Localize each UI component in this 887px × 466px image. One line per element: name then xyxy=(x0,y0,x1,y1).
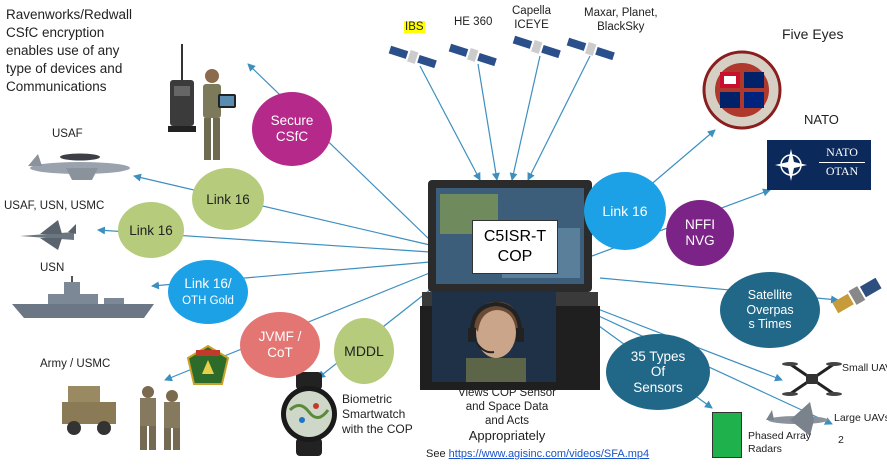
cop-label-line: COP xyxy=(497,248,533,265)
page-number: 2 xyxy=(838,434,844,446)
bubble-link16-right: Link 16 xyxy=(584,172,666,250)
smartwatch-caption-line: Biometric xyxy=(342,392,393,406)
satellite-icons xyxy=(388,35,615,69)
bubble-mddl: MDDL xyxy=(334,318,394,384)
footer-note: See https://www.agisinc.com/videos/SFA.m… xyxy=(426,448,649,460)
bubble-link16-a: Link 16 xyxy=(192,168,264,230)
arrow-ibs xyxy=(419,65,481,181)
bubble-line: CoT xyxy=(267,345,293,360)
bubble-nffi-nvg: NFFI NVG xyxy=(666,200,734,266)
arrow-large-uav xyxy=(589,311,833,425)
nato-flag-line: NATO xyxy=(826,145,858,159)
smartwatch-caption: Biometric Smartwatch with the COP xyxy=(342,392,413,437)
five-eyes-seal xyxy=(702,50,782,130)
operator-caption-line: Views COP Sensor xyxy=(457,387,556,399)
operator-caption-emphasis: Appropriately xyxy=(468,428,546,443)
phased-array-line: Phased Array xyxy=(748,430,812,442)
five-eyes-label: Five Eyes xyxy=(782,26,844,42)
arrow-he360 xyxy=(477,63,500,181)
bubble-line: Overpas xyxy=(746,302,794,317)
arrow-usaf xyxy=(133,173,431,246)
army-badge-icon xyxy=(186,344,230,385)
nato-flag-line: OTAN xyxy=(825,164,859,178)
operator-caption-line: and Space Data xyxy=(465,401,549,413)
ibs-highlight: IBS xyxy=(404,21,425,33)
cop-label-line: C5ISR-T xyxy=(483,228,547,245)
bubble-line: s Times xyxy=(748,317,792,332)
nato-label: NATO xyxy=(804,112,839,127)
awacs-aircraft-image xyxy=(28,153,130,180)
smartwatch-image xyxy=(281,372,337,456)
bubble-line: Satellite xyxy=(747,288,793,303)
csfc-note-line: Communications xyxy=(6,79,107,94)
bubble-line: Secure xyxy=(270,113,314,129)
csfc-note-line: type of devices and xyxy=(6,61,123,76)
bubble-secure-csfc: Secure CSfC xyxy=(252,92,332,166)
nato-flag-divider xyxy=(819,162,865,163)
smartwatch-caption-line: with the COP xyxy=(342,422,413,436)
small-uav-label: Small UAV xyxy=(842,362,887,374)
csfc-note: Ravenworks/Redwall CSfC encryption enabl… xyxy=(6,6,132,96)
phased-array-line: Radars xyxy=(748,443,782,455)
bubble-line: NFFI xyxy=(685,217,715,233)
csfc-note-line: Ravenworks/Redwall xyxy=(6,7,133,22)
radio-soldier-image xyxy=(168,44,236,160)
bubble-line: Link 16/ xyxy=(184,275,232,291)
footer-see: See xyxy=(426,448,446,460)
bubble-line: Sensors xyxy=(633,379,683,395)
sat-capella-label: Capella ICEYE xyxy=(512,4,551,32)
arrow-maxar xyxy=(527,55,591,181)
sat-capella-line: Capella xyxy=(512,5,551,17)
army-usmc-label: Army / USMC xyxy=(40,358,111,370)
sat-ibs-label: IBS xyxy=(404,21,425,33)
sat-maxar-label: Maxar, Planet, BlackSky xyxy=(584,6,658,34)
operator-caption-line: and Acts xyxy=(484,415,530,427)
satellite-icon xyxy=(512,35,561,59)
bubble-link16-oth: Link 16/ OTH Gold xyxy=(168,260,248,324)
bubble-satellite-overpass: Satellite Overpas s Times xyxy=(720,272,820,348)
small-uav-image xyxy=(782,362,842,396)
bubble-sensors: 35 Types Of Sensors xyxy=(606,334,710,410)
bubble-jvmf-cot: JVMF / CoT xyxy=(240,312,320,378)
bubble-line: CSfC xyxy=(275,129,309,144)
fighter-jet-image xyxy=(20,220,76,250)
operator-caption: Views COP Sensor and Space Data and Acts… xyxy=(452,386,562,444)
satellite-icon xyxy=(566,37,615,61)
sat-capella-line: ICEYE xyxy=(514,19,549,31)
nato-flag-text: NATO OTAN xyxy=(819,146,865,178)
arrow-capella xyxy=(509,55,541,181)
smartwatch-caption-line: Smartwatch xyxy=(342,407,406,421)
bubble-line: Of xyxy=(650,364,666,380)
army-vehicle-soldiers-image xyxy=(62,386,180,450)
phased-array-radar-image xyxy=(712,412,742,458)
large-uav-label: Large UAVs xyxy=(834,412,887,424)
nato-star-icon xyxy=(775,149,807,181)
video-link[interactable]: https://www.agisinc.com/videos/SFA.mp4 xyxy=(448,448,650,460)
bubble-line: 35 Types xyxy=(630,348,686,364)
nato-flag: NATO OTAN xyxy=(767,140,871,190)
sat-maxar-line: BlackSky xyxy=(597,21,645,33)
satellite-icon xyxy=(448,43,497,67)
bubble-line: JVMF / xyxy=(258,329,302,345)
satellite-icon xyxy=(388,45,437,69)
sat-he360-label: HE 360 xyxy=(454,16,493,28)
bubble-line: NVG xyxy=(685,233,715,248)
usaf-label: USAF xyxy=(52,128,83,140)
cop-label-box: C5ISR-T COP xyxy=(472,220,558,274)
csfc-note-line: CSfC encryption xyxy=(6,25,105,40)
satellite-image xyxy=(832,277,882,314)
usn-label: USN xyxy=(40,262,65,274)
navy-ship-image xyxy=(12,276,154,318)
phased-array-label: Phased Array Radars xyxy=(748,430,811,456)
bubble-line: OTH Gold xyxy=(182,295,234,308)
large-uav-image xyxy=(766,402,828,436)
usaf-usn-usmc-label: USAF, USN, USMC xyxy=(4,200,105,212)
sat-maxar-line: Maxar, Planet, xyxy=(584,7,658,19)
bubble-link16-b: Link 16 xyxy=(118,202,184,258)
operator-photo xyxy=(432,292,556,382)
csfc-note-line: enables use of any xyxy=(6,43,120,58)
